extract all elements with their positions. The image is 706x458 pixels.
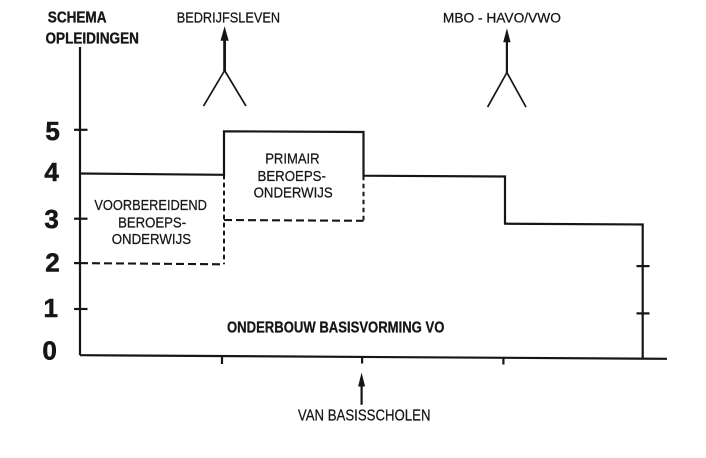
svg-text:BEROEPS-: BEROEPS- bbox=[258, 169, 327, 185]
svg-text:1: 1 bbox=[43, 293, 57, 323]
svg-text:MBO - HAVO/VWO: MBO - HAVO/VWO bbox=[443, 9, 561, 25]
svg-text:4: 4 bbox=[44, 157, 59, 187]
svg-text:SCHEMA: SCHEMA bbox=[48, 9, 107, 26]
svg-text:0: 0 bbox=[42, 336, 56, 366]
svg-text:PRIMAIR: PRIMAIR bbox=[265, 151, 319, 167]
svg-text:ONDERWIJS: ONDERWIJS bbox=[254, 186, 333, 202]
svg-text:3: 3 bbox=[44, 204, 58, 234]
svg-text:5: 5 bbox=[45, 116, 59, 146]
svg-text:OPLEIDINGEN: OPLEIDINGEN bbox=[46, 30, 139, 47]
svg-text:BEROEPS-: BEROEPS- bbox=[118, 215, 186, 231]
svg-text:VAN BASISSCHOLEN: VAN BASISSCHOLEN bbox=[298, 408, 431, 425]
svg-text:ONDERWIJS: ONDERWIJS bbox=[112, 232, 191, 248]
svg-text:VOORBEREIDEND: VOORBEREIDEND bbox=[94, 198, 207, 214]
svg-text:2: 2 bbox=[45, 248, 59, 278]
svg-text:ONDERBOUW BASISVORMING VO: ONDERBOUW BASISVORMING VO bbox=[227, 320, 444, 337]
svg-text:BEDRIJFSLEVEN: BEDRIJFSLEVEN bbox=[177, 9, 280, 26]
